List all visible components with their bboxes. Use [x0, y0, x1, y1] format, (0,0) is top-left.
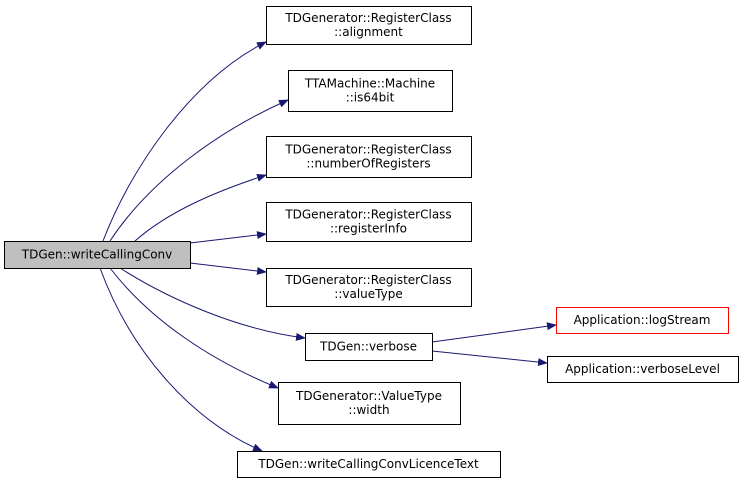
node-label: TDGenerator::RegisterClass [284, 273, 451, 287]
edge-root-n4 [189, 231, 267, 244]
node-n4[interactable]: TDGenerator::RegisterClass::registerInfo [266, 202, 472, 242]
node-label: TDGenerator::RegisterClass [284, 208, 451, 222]
node-box [305, 333, 433, 361]
node-label: ::is64bit [346, 91, 395, 105]
edge-root-n7 [109, 267, 279, 389]
node-n3[interactable]: TDGenerator::RegisterClass::numberOfRegi… [266, 136, 472, 178]
node-n10[interactable]: Application::verboseLevel [547, 356, 739, 383]
node-label: TDGenerator::ValueType [295, 389, 442, 403]
node-label: TDGen::verbose [319, 340, 417, 354]
node-label: ::registerInfo [330, 222, 407, 236]
edge-root-n1 [102, 41, 267, 242]
edges [99, 41, 557, 452]
node-box [288, 70, 453, 112]
node-box [4, 241, 191, 269]
node-box [266, 202, 472, 242]
node-label: TTAMachine::Machine [304, 77, 435, 91]
node-box [547, 356, 739, 383]
node-box [266, 6, 472, 45]
node-label: TDGenerator::RegisterClass [284, 11, 451, 25]
node-label: Application::verboseLevel [565, 362, 720, 376]
node-label: TDGen::writeCallingConv [21, 248, 173, 262]
edge-root-n8 [99, 267, 263, 452]
node-label: ::valueType [334, 287, 402, 301]
node-box [266, 268, 472, 307]
node-label: TDGenerator::RegisterClass [284, 143, 451, 157]
node-label: ::alignment [334, 25, 403, 39]
edge-root-n2 [109, 99, 289, 242]
node-n8[interactable]: TDGen::writeCallingConvLicenceText [237, 451, 501, 478]
node-label: Application::logStream [574, 313, 711, 327]
node-box [266, 136, 472, 178]
edge-root-n6 [119, 267, 306, 341]
node-label: TDGen::writeCallingConvLicenceText [257, 457, 479, 471]
node-n5[interactable]: TDGenerator::RegisterClass::valueType [266, 268, 472, 307]
node-n7[interactable]: TDGenerator::ValueType::width [278, 382, 461, 425]
nodes: TDGen::writeCallingConvTDGenerator::Regi… [4, 6, 739, 478]
edge-n6-n9 [431, 322, 557, 343]
node-n1[interactable]: TDGenerator::RegisterClass::alignment [266, 6, 472, 45]
node-box [556, 307, 729, 334]
node-label: ::numberOfRegisters [306, 157, 430, 171]
node-n2[interactable]: TTAMachine::Machine::is64bit [288, 70, 453, 112]
node-box [278, 382, 461, 425]
node-box [237, 451, 501, 478]
node-root[interactable]: TDGen::writeCallingConv [4, 241, 191, 269]
node-label: ::width [348, 403, 389, 417]
node-n6[interactable]: TDGen::verbose [305, 333, 433, 361]
node-n9[interactable]: Application::logStream [556, 307, 729, 334]
edge-root-n3 [134, 173, 267, 242]
edge-root-n5 [189, 262, 267, 275]
edge-n6-n10 [431, 350, 548, 367]
